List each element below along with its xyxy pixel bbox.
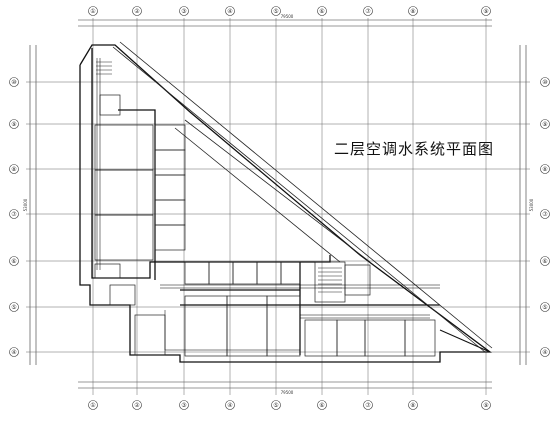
left-axis-label: ④ <box>11 349 16 356</box>
top-axis-label: ⑥ <box>319 8 324 15</box>
bottom-axis-label-circle <box>225 400 235 410</box>
right-axis-label: ⑧ <box>542 166 547 173</box>
left-axis-label-circle <box>9 164 19 174</box>
bottom-axis-label-circle <box>363 400 373 410</box>
bottom-axis-label: ⑦ <box>365 402 371 409</box>
top-axis-label: ⑤ <box>273 8 278 15</box>
overall-dimension-right: 53000 <box>529 198 534 211</box>
left-axis-label: ⑧ <box>11 166 16 173</box>
bottom-axis-label-circle <box>132 400 142 410</box>
right-axis-label-circle <box>540 164 550 174</box>
bottom-axis-label: ⑤ <box>273 402 278 409</box>
left-axis-bubbles: ⑩ ⑨ ⑧ ⑦ ⑥ ⑤ ④ <box>9 77 19 357</box>
left-axis-label: ⑦ <box>11 211 17 218</box>
top-axis-label-circle <box>271 6 281 16</box>
right-axis-label-circle <box>540 209 550 219</box>
top-axis-label: ② <box>134 8 140 15</box>
left-axis-label-circle <box>9 119 19 129</box>
left-axis-label-circle <box>9 77 19 87</box>
top-axis-label: ⑦ <box>365 8 371 15</box>
overall-dimension-bottom: 79500 <box>281 390 294 395</box>
chilled-water-piping <box>96 58 440 351</box>
overall-dimension-left: 53000 <box>23 198 28 211</box>
bottom-axis-label: ⑥ <box>319 402 324 409</box>
right-axis-label-circle <box>540 77 550 87</box>
left-axis-label-circle <box>9 209 19 219</box>
bottom-axis-label-circle <box>179 400 189 410</box>
bottom-axis-label-circle <box>271 400 281 410</box>
building-outline <box>79 44 492 363</box>
left-axis-label-circle <box>9 256 19 266</box>
bottom-axis-label: ① <box>90 402 95 409</box>
right-axis-bubbles: ⑩ ⑨ ⑧ ⑦ ⑥ ⑤ ④ <box>540 77 550 357</box>
bottom-axis-label: ② <box>134 402 140 409</box>
top-axis-label: ⑧ <box>410 8 415 15</box>
dimension-frame <box>29 19 527 389</box>
right-axis-label: ⑩ <box>542 79 547 86</box>
bottom-axis-label: ④ <box>227 402 232 409</box>
top-axis-label-circle <box>88 6 98 16</box>
bottom-axis-label-circle <box>481 400 491 410</box>
bottom-axis-label: ⑧ <box>410 402 415 409</box>
left-axis-label: ⑤ <box>11 304 16 311</box>
right-axis-label: ⑦ <box>542 211 548 218</box>
top-axis-bubbles: ① ② ③ ④ ⑤ ⑥ ⑦ ⑧ ⑨ <box>88 6 491 16</box>
right-axis-label: ⑤ <box>542 304 547 311</box>
top-axis-label: ① <box>90 8 95 15</box>
stair-hatch <box>96 61 342 293</box>
corner-wedge <box>439 329 491 353</box>
drawing-title: 二层空调水系统平面图 <box>334 140 495 158</box>
bottom-axis-label-circle <box>317 400 327 410</box>
left-axis-label: ⑥ <box>11 258 16 265</box>
top-axis-label: ⑨ <box>483 8 488 15</box>
rooms-bottom-wing <box>109 261 436 357</box>
top-axis-label: ④ <box>227 8 232 15</box>
horizontal-grid-lines <box>26 81 530 353</box>
vertical-grid-lines <box>92 18 487 395</box>
rooms-left-wing <box>94 94 186 279</box>
top-axis-label-circle <box>132 6 142 16</box>
right-axis-label-circle <box>540 119 550 129</box>
diagonal-wall <box>112 41 493 353</box>
top-axis-label-circle <box>225 6 235 16</box>
right-axis-label-circle <box>540 347 550 357</box>
left-axis-label: ⑩ <box>11 79 16 86</box>
left-axis-label-circle <box>9 347 19 357</box>
bottom-axis-label-circle <box>408 400 418 410</box>
bottom-axis-label: ⑨ <box>483 402 488 409</box>
bottom-axis-label: ③ <box>181 402 186 409</box>
top-axis-label-circle <box>317 6 327 16</box>
overall-dimension-top: 79500 <box>281 14 294 19</box>
right-axis-label: ⑥ <box>542 258 547 265</box>
top-axis-label-circle <box>179 6 189 16</box>
top-axis-label-circle <box>363 6 373 16</box>
top-axis-label: ③ <box>181 8 186 15</box>
top-axis-label-circle <box>481 6 491 16</box>
bottom-axis-label-circle <box>88 400 98 410</box>
right-axis-label-circle <box>540 302 550 312</box>
left-axis-label-circle <box>9 302 19 312</box>
top-axis-label-circle <box>408 6 418 16</box>
right-axis-label: ⑨ <box>542 121 547 128</box>
right-axis-label: ④ <box>542 349 547 356</box>
left-axis-label: ⑨ <box>11 121 16 128</box>
right-axis-label-circle <box>540 256 550 266</box>
bottom-axis-bubbles: ① ② ③ ④ ⑤ ⑥ ⑦ ⑧ ⑨ <box>88 400 491 410</box>
